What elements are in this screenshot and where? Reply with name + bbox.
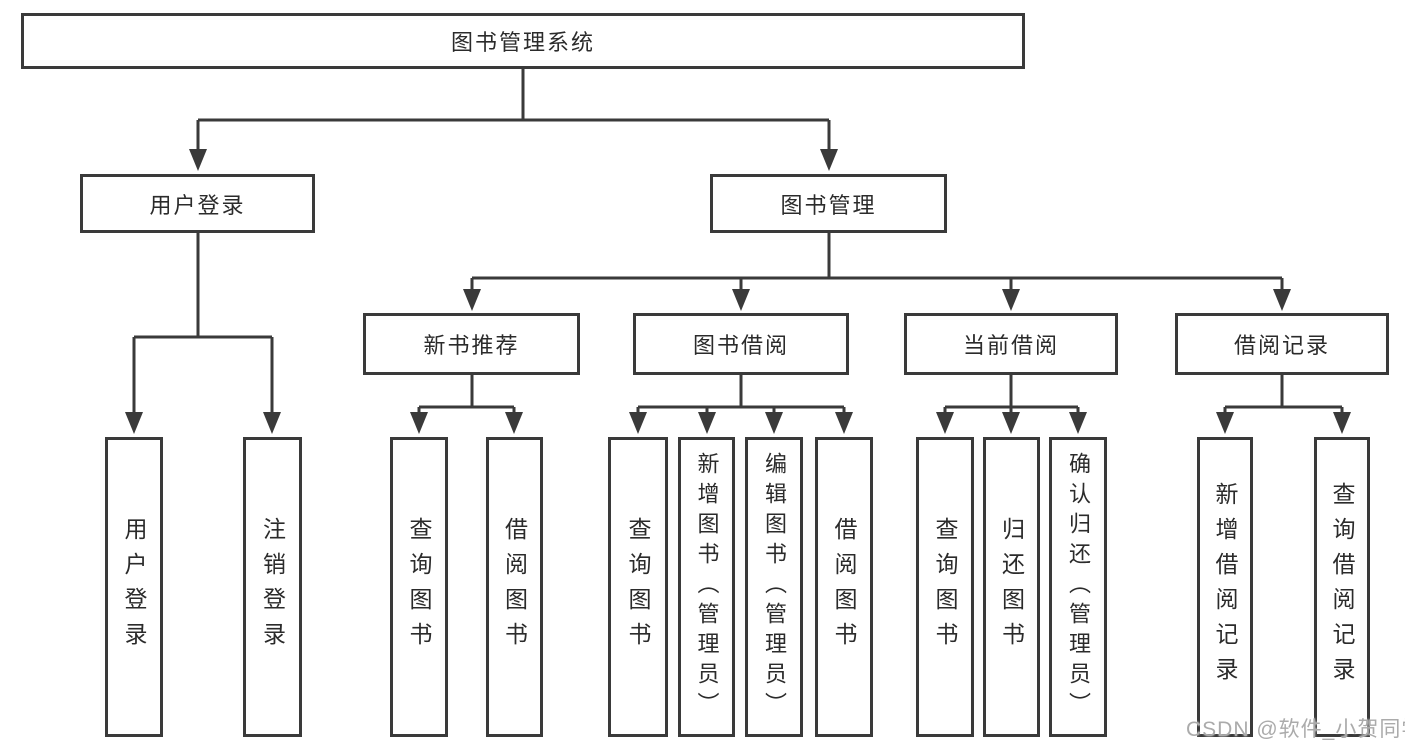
node-user-login: 用户登录: [80, 174, 315, 233]
node-bb-edit-books-admin: 编辑图书（管理员）: [745, 437, 803, 737]
node-cb-query-books: 查询图书: [916, 437, 974, 737]
node-bb-query-books: 查询图书: [608, 437, 668, 737]
node-logout: 注销登录: [243, 437, 302, 737]
node-book-management: 图书管理: [710, 174, 947, 233]
node-cb-return-books: 归还图书: [983, 437, 1040, 737]
csdn-watermark: CSDN @软件_小贺同学: [1186, 718, 1405, 741]
node-br-query-record: 查询借阅记录: [1314, 437, 1370, 737]
node-nbr-query-books: 查询图书: [390, 437, 448, 737]
node-book-borrowing: 图书借阅: [633, 313, 849, 375]
node-user-login-leaf: 用户登录: [105, 437, 163, 737]
node-bb-borrow-books: 借阅图书: [815, 437, 873, 737]
node-bb-add-books-admin: 新增图书（管理员）: [678, 437, 735, 737]
node-br-add-record: 新增借阅记录: [1197, 437, 1253, 737]
node-nbr-borrow-books: 借阅图书: [486, 437, 543, 737]
node-cb-confirm-return-admin: 确认归还（管理员）: [1049, 437, 1107, 737]
node-root: 图书管理系统: [21, 13, 1025, 69]
node-borrowing-records: 借阅记录: [1175, 313, 1389, 375]
node-new-book-recommend: 新书推荐: [363, 313, 580, 375]
node-current-borrowing: 当前借阅: [904, 313, 1118, 375]
